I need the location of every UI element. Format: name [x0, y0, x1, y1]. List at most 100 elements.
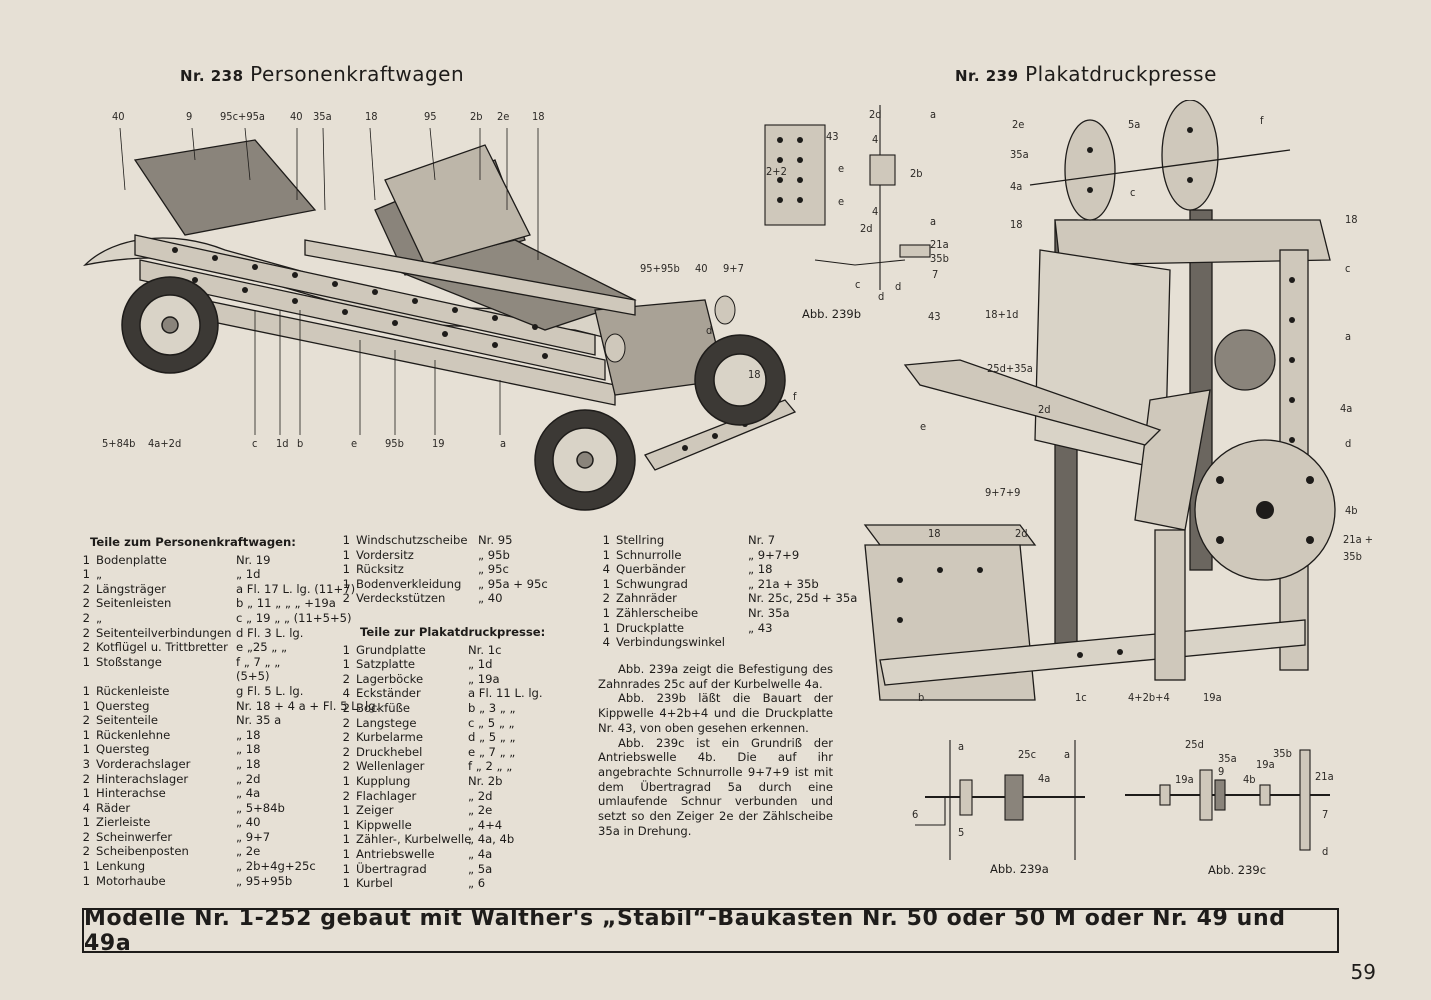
fig239a-label: 6 [912, 808, 919, 821]
part-code: „ 4a [236, 786, 261, 801]
parts-row: (5+5) [78, 669, 333, 684]
part-quantity: 2 [342, 591, 350, 606]
part-quantity: 2 [342, 788, 350, 803]
part-name: Vordersitz [356, 547, 414, 562]
part-name: Satzplatte [356, 657, 416, 672]
car-callout: 9+7 [723, 262, 744, 275]
note-239b: Abb. 239b läßt die Bauart der Kippwelle … [598, 691, 833, 735]
part-name: Übertragrad [356, 861, 427, 876]
part-code: „ 40 [236, 815, 261, 830]
note-239c: Abb. 239c ist ein Grundriß der Antriebsw… [598, 735, 833, 838]
part-code: „ 18 [236, 756, 261, 771]
part-quantity: 4 [342, 686, 350, 701]
part-name: Rückenlehne [96, 727, 171, 742]
press-callout: 25d+35a [987, 362, 1033, 375]
part-code: a Fl. 11 L. lg. [468, 686, 543, 701]
fig239b-label: 7 [932, 268, 939, 281]
part-quantity: 2 [82, 581, 90, 596]
part-quantity: 2 [342, 715, 350, 730]
press-callout: 35a [1010, 148, 1029, 161]
part-quantity: 1 [342, 803, 350, 818]
fig239b-caption: Abb. 239b [802, 307, 862, 321]
part-quantity: 1 [82, 859, 90, 874]
press-callout: 18 [1010, 218, 1023, 231]
part-name: „ [96, 610, 103, 625]
part-name: Seitenleisten [96, 596, 172, 611]
car-callout: d [706, 324, 713, 337]
part-name: „ [96, 567, 103, 582]
part-code: „ 1d [468, 657, 493, 672]
press-callout: 18 [1345, 213, 1358, 226]
fig239c-label: d [1322, 845, 1329, 858]
parts-row: 2„c „ 19 „ „ (11+5+5) [78, 610, 352, 626]
part-quantity: 1 [82, 786, 90, 801]
part-quantity: 1 [602, 620, 610, 635]
part-quantity: 1 [342, 642, 350, 657]
part-quantity: 2 [342, 744, 350, 759]
part-name: Hinterachslager [96, 771, 189, 786]
car-callout: 5+84b [102, 437, 136, 450]
fig239c-label: 9 [1218, 765, 1225, 778]
part-quantity: 1 [82, 727, 90, 742]
part-name: Rücksitz [356, 562, 404, 577]
fig239c-label: 35a [1218, 752, 1237, 765]
parts-heading-press: Teile zur Plakatdruckpresse: [360, 625, 546, 639]
part-quantity: 1 [82, 654, 90, 669]
part-quantity: 1 [82, 698, 90, 713]
fig239b-label: 2b [910, 167, 923, 180]
part-quantity: 1 [342, 861, 350, 876]
part-code: „ 2d [468, 788, 493, 803]
fig239b-label: c [855, 278, 861, 291]
model-239-title: Nr. 239 Plakatdruckpresse [955, 62, 1217, 86]
part-code: e „25 „ „ [236, 640, 287, 655]
part-quantity: 1 [342, 832, 350, 847]
part-code: g Fl. 5 L. lg. [236, 683, 304, 698]
part-quantity: 1 [342, 773, 350, 788]
part-name: Zähler-, Kurbelwelle [356, 832, 472, 847]
part-name: Bodenverkleidung [356, 576, 462, 591]
press-callout: c [1130, 186, 1136, 199]
fig239b-label: d [878, 290, 885, 303]
fig239a-caption: Abb. 239a [990, 862, 1049, 876]
part-name: Kurbelarme [356, 730, 423, 745]
part-quantity: 1 [602, 576, 610, 591]
part-name: Längsträger [96, 581, 166, 596]
model-239-name: Plakatdruckpresse [1025, 62, 1217, 86]
press-callout: f [1260, 114, 1264, 127]
part-name: Querbänder [616, 562, 686, 577]
press-callout: 2e [1012, 118, 1025, 131]
press-callout: 4b [1345, 504, 1358, 517]
part-quantity: 2 [82, 844, 90, 859]
part-code: „ 18 [236, 727, 261, 742]
fig239c-label: 19a [1175, 773, 1194, 786]
part-quantity: 2 [602, 591, 610, 606]
car-callout: a [500, 437, 507, 450]
car-callout: 40 [290, 110, 303, 123]
part-name: Schwungrad [616, 576, 688, 591]
car-callout: f [793, 390, 797, 403]
part-code: Nr. 35a [748, 605, 790, 620]
part-name: Hinterachse [96, 786, 166, 801]
car-illustration [83, 127, 797, 511]
part-quantity: 2 [342, 671, 350, 686]
fig239b-label: e [838, 162, 845, 175]
footer-banner: Modelle Nr. 1-252 gebaut mit Walther's „… [82, 906, 1339, 956]
part-name: Grundplatte [356, 642, 426, 657]
parts-heading-car: Teile zum Personenkraftwagen: [90, 535, 296, 549]
part-name: Kotflügel u. Trittbretter [96, 640, 228, 655]
part-quantity: 2 [342, 700, 350, 715]
